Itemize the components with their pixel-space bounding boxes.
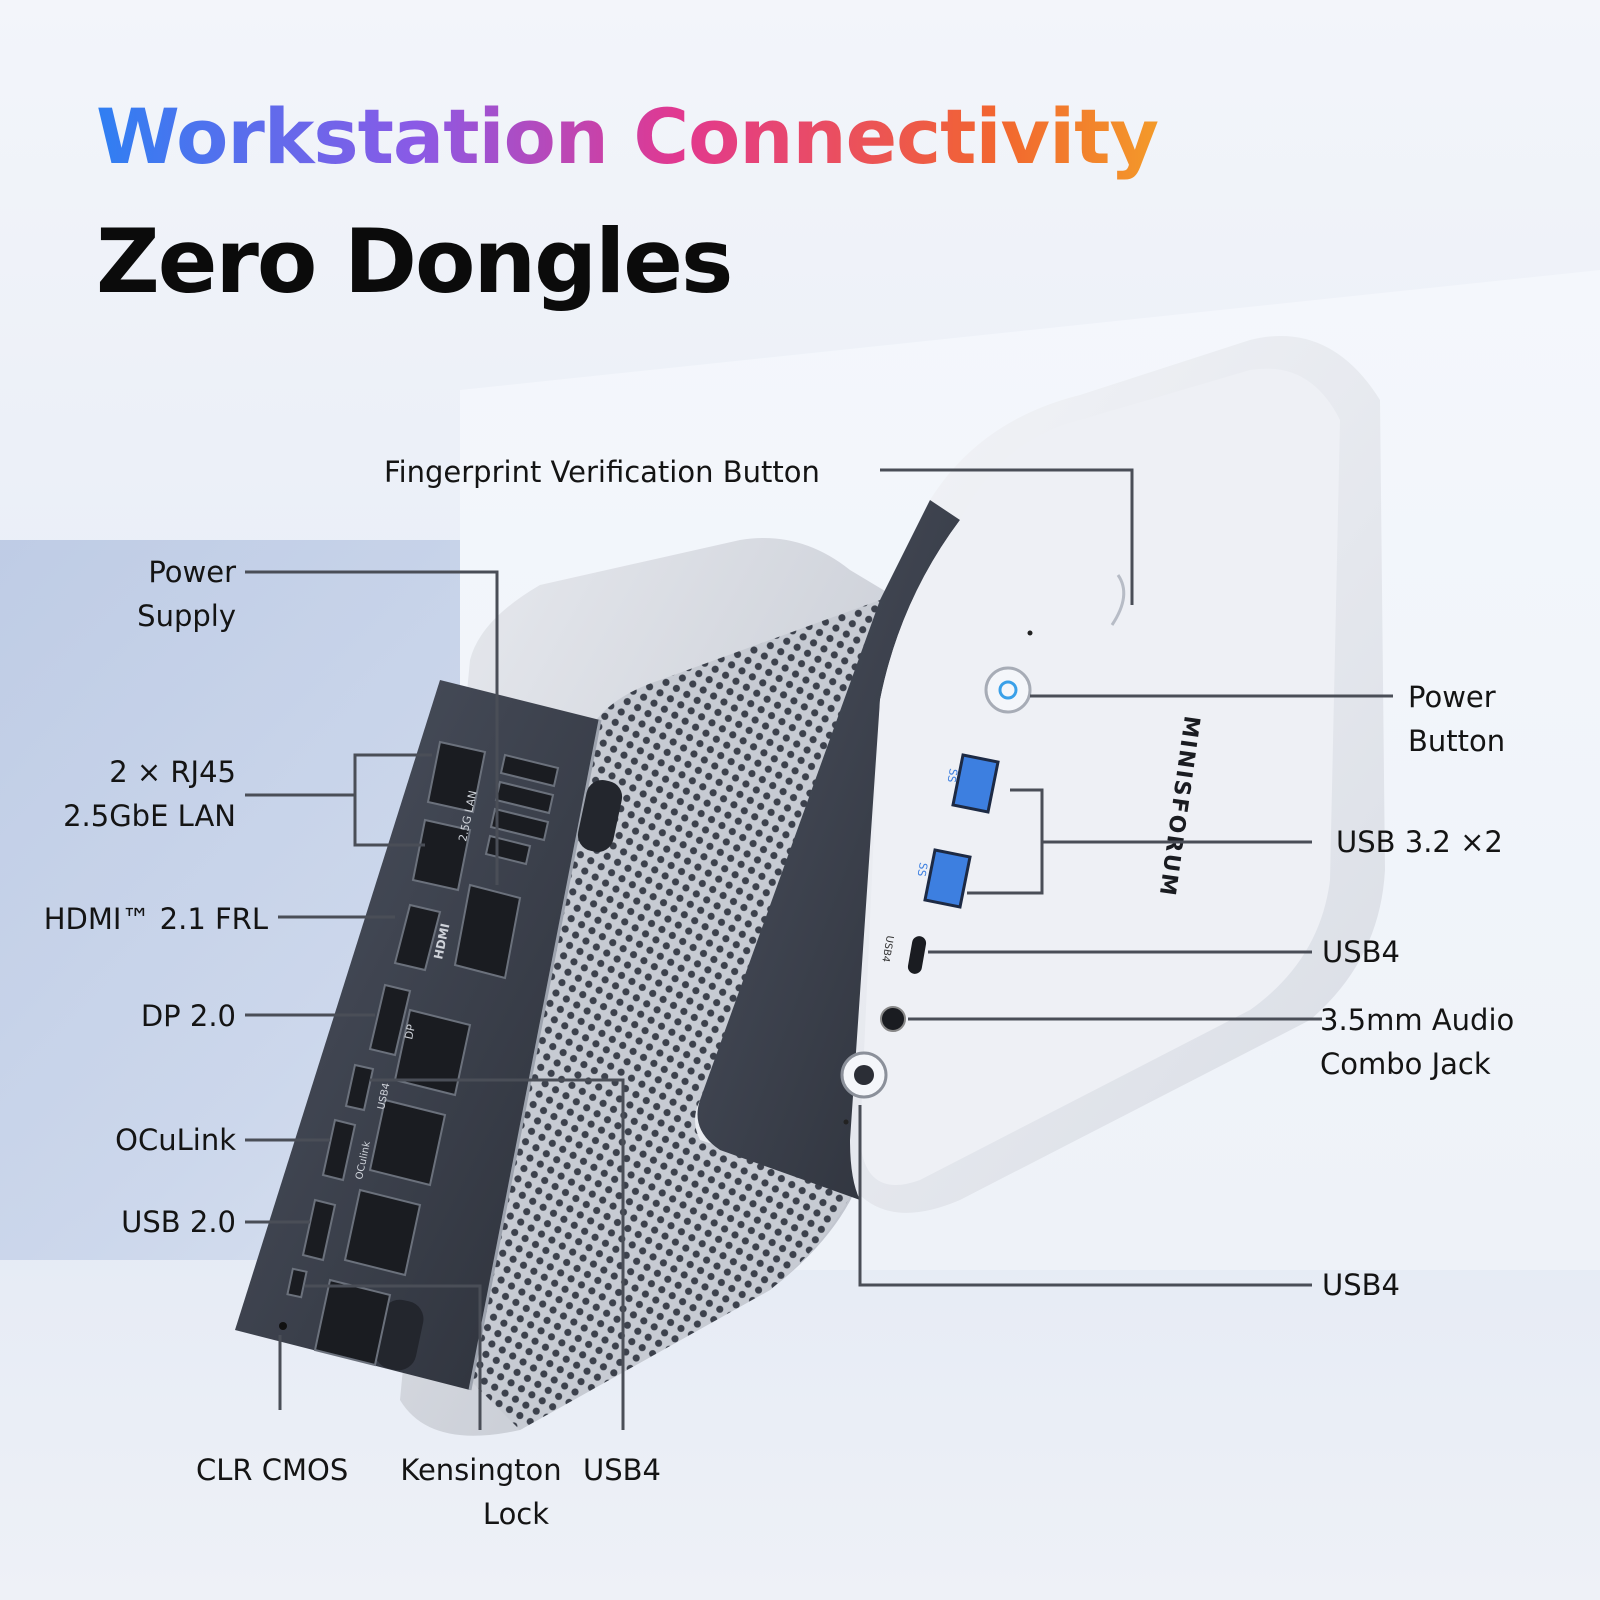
label-rj45-line2: 2.5GbE LAN [63, 799, 236, 833]
front-unit-edge [697, 500, 960, 1200]
label-kensington: Kensington Lock [383, 1448, 579, 1536]
label-rj45-line1: 2 × RJ45 [109, 755, 236, 789]
rubber-foot-bottom [374, 1299, 424, 1371]
usb20-port [301, 1198, 337, 1262]
leader-fingerprint [880, 468, 1134, 605]
leader-usb4-rear [370, 1078, 625, 1430]
mark-ss-2: SS [915, 861, 930, 877]
label-audio-jack: 3.5mm Audio Combo Jack [1320, 998, 1514, 1086]
usb32-port-2 [923, 848, 972, 909]
headline-zero-dongles: Zero Dongles [96, 210, 733, 313]
label-dp: DP 2.0 [140, 999, 236, 1033]
headline-workstation-connectivity: Workstation Connectivity [96, 92, 1159, 181]
label-audio-line2: Combo Jack [1320, 1047, 1491, 1081]
rj45-port-1 [426, 740, 487, 814]
label-power-button-line2: Button [1408, 724, 1506, 758]
front-face [860, 368, 1340, 1186]
leader-rj45 [353, 753, 432, 847]
label-usb4-rear: USB4 [583, 1453, 661, 1487]
clr-cmos-hole [279, 1322, 287, 1330]
leader-usb4-front-bottom [858, 1105, 1312, 1287]
front-unit: SS SS USB4 MINISFORUM [695, 336, 1385, 1213]
power-supply-inlet [453, 883, 522, 980]
kensington-slot [286, 1267, 308, 1299]
label-power-button: Power Button [1408, 675, 1505, 763]
label-kensington-line2: Lock [482, 1497, 550, 1531]
mark-usb4: USB4 [376, 1082, 392, 1111]
label-usb4-front-bottom: USB4 [1322, 1268, 1400, 1302]
audio-jack [880, 1006, 906, 1032]
rear-vent-mesh [470, 600, 880, 1430]
label-kensington-line1: Kensington [400, 1453, 562, 1487]
label-oculink: OCuLink [115, 1123, 236, 1157]
label-clr-cmos: CLR CMOS [196, 1453, 349, 1487]
leader-kensington [305, 1284, 482, 1430]
label-fingerprint-button: Fingerprint Verification Button [384, 455, 820, 489]
label-audio-line1: 3.5mm Audio [1320, 1003, 1515, 1037]
label-power-button-line1: Power [1408, 680, 1496, 714]
label-hdmi: HDMI™ 2.1 FRL [43, 902, 268, 936]
dp-port [368, 983, 412, 1057]
label-power-supply-line1: Power [148, 555, 236, 589]
label-power-supply-line2: Supply [137, 599, 236, 633]
oculink-port [321, 1118, 357, 1182]
mark-dp: DP [402, 1023, 418, 1041]
leader-power-supply [245, 570, 499, 885]
mark-ss-1: SS [945, 767, 960, 783]
usb32-port-1 [951, 753, 1000, 814]
label-rj45: 2 × RJ45 2.5GbE LAN [63, 750, 236, 838]
mark-front-usb4: USB4 [879, 934, 895, 962]
callout-leaders [245, 468, 1393, 1430]
hdmi-port [393, 903, 442, 972]
fingerprint-button [1110, 574, 1126, 626]
power-button [984, 666, 1032, 714]
label-power-supply: Power Supply [137, 550, 236, 638]
rj45-port-2 [411, 818, 472, 892]
label-usb4-front-top: USB4 [1322, 935, 1400, 969]
label-usb32: USB 3.2 ×2 [1336, 825, 1503, 859]
rear-unit: 2.5G LAN HDMI DP USB4 OCulink [235, 538, 900, 1436]
label-usb20: USB 2.0 [121, 1205, 236, 1239]
usb4-rear-port [344, 1063, 375, 1112]
rubber-foot-top [577, 780, 623, 852]
usb4-front-port-top [907, 936, 927, 974]
